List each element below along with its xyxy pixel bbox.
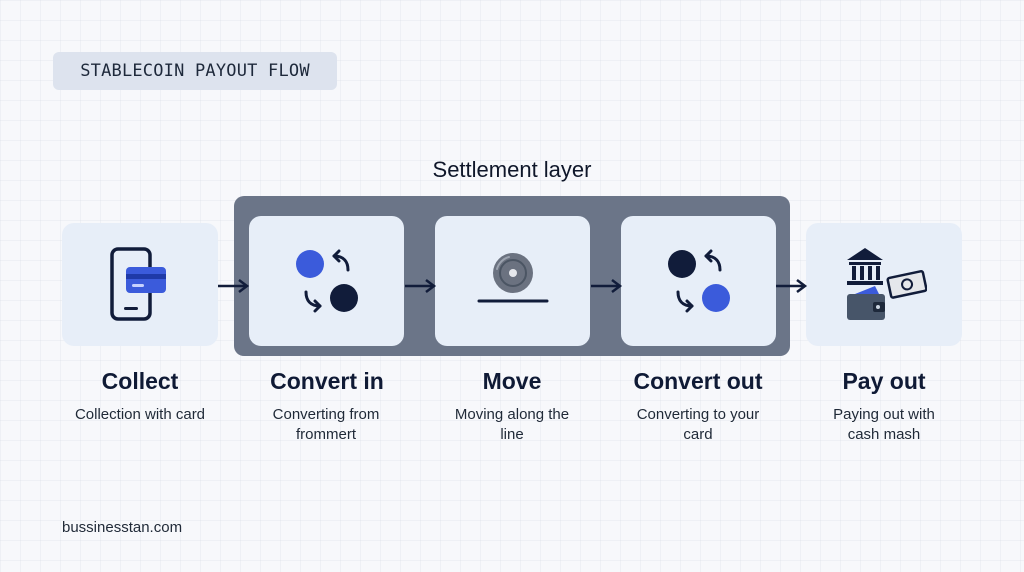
collect-card <box>62 223 218 346</box>
footer-site: bussinesstan.com <box>62 519 183 536</box>
settlement-layer-title: Settlement layer <box>432 157 592 182</box>
step-desc-collect: Collection with card <box>74 406 206 423</box>
move-card <box>435 216 590 346</box>
flow-label: STABLECOIN PAYOUT FLOW <box>53 52 337 90</box>
arrow-right-icon <box>405 279 437 293</box>
convert-in-icon <box>295 249 358 313</box>
arrow-right-icon <box>218 279 250 293</box>
arrow-right-icon <box>776 279 808 293</box>
bank-wallet-cash-icon <box>847 247 927 320</box>
step-title-convert-out: Convert out <box>633 368 763 394</box>
step-desc-move: Moving along the line <box>454 406 570 443</box>
arrow-right-icon <box>591 279 623 293</box>
convert-out-card <box>621 216 776 346</box>
step-title-move: Move <box>482 368 542 394</box>
pay-out-card <box>806 223 962 346</box>
step-desc-pay-out: Paying out with cash mash <box>833 406 935 443</box>
step-desc-convert-out: Converting to your card <box>636 406 760 443</box>
step-title-pay-out: Pay out <box>842 368 926 394</box>
step-title-collect: Collect <box>101 368 179 394</box>
convert-out-icon <box>667 249 730 313</box>
disc-icon <box>477 253 548 303</box>
step-desc-convert-in: Converting from frommert <box>272 406 380 443</box>
phone-card-icon <box>110 246 166 321</box>
convert-in-card <box>249 216 404 346</box>
step-title-convert-in: Convert in <box>270 368 384 394</box>
